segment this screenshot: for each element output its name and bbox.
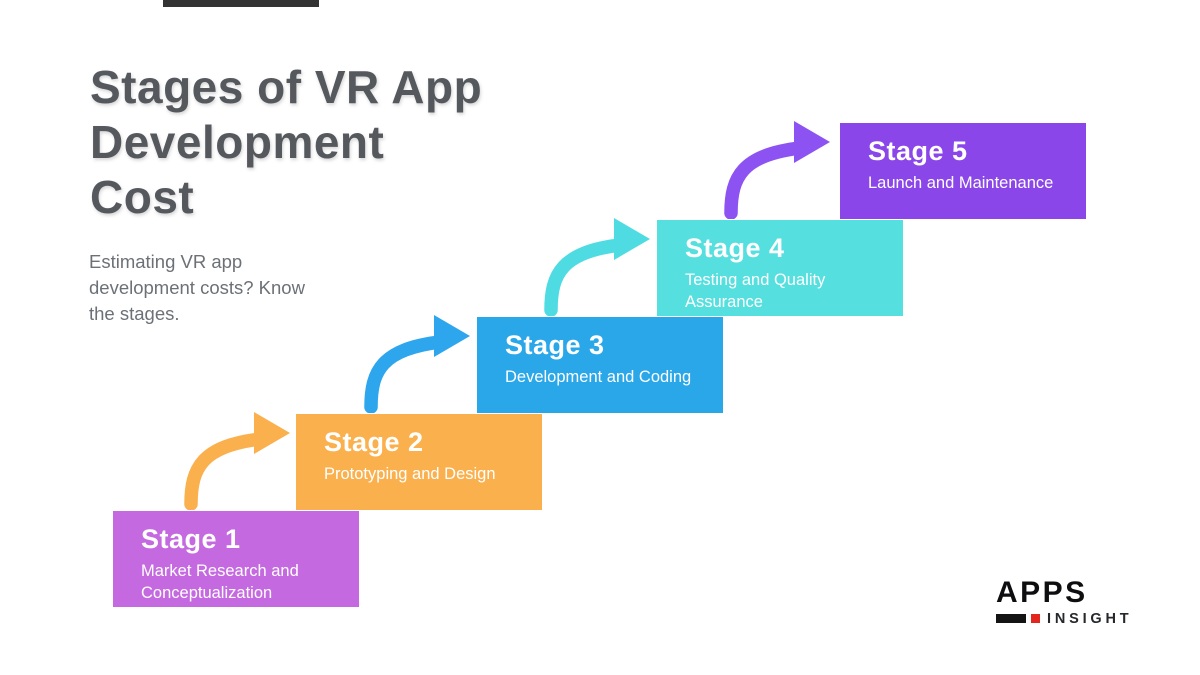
stage-3-description: Development and Coding	[505, 368, 692, 386]
stage-2-box: Stage 2 Prototyping and Design	[296, 414, 542, 510]
logo-red-square-shape	[1031, 613, 1040, 623]
curved-arrow-icon-3	[544, 218, 650, 316]
stage-1-box: Stage 1 Market Research and Conceptualiz…	[113, 511, 359, 607]
stage-2-description: Prototyping and Design	[324, 465, 496, 483]
subtitle-line-3: the stages.	[89, 303, 180, 324]
stage-4-description: Testing and Quality Assurance	[685, 271, 826, 311]
stage-5-box: Stage 5 Launch and Maintenance	[840, 123, 1086, 219]
title-line-1: Stages of VR App	[90, 61, 483, 113]
title-line-3: Cost	[90, 171, 195, 223]
page-title: Stages of VR App Development Cost	[90, 60, 530, 225]
stage-3-label: Stage 3	[505, 330, 605, 360]
subtitle-line-1: Estimating VR app	[89, 251, 243, 272]
curved-arrow-icon-2	[364, 315, 470, 413]
stage-5-label: Stage 5	[868, 136, 968, 166]
title-line-2: Development	[90, 116, 385, 168]
stage-2-label: Stage 2	[324, 427, 424, 457]
stage-1-description: Market Research and Conceptualization	[141, 562, 299, 602]
stage-4-label: Stage 4	[685, 233, 785, 263]
header: Stages of VR App Development Cost Estima…	[89, 60, 530, 327]
stage-5-description: Launch and Maintenance	[868, 174, 1054, 192]
subtitle-line-2: development costs? Know	[89, 277, 305, 298]
stage-4-box: Stage 4 Testing and Quality Assurance	[657, 220, 903, 316]
logo-bottom-row: INSIGHT	[996, 611, 1166, 627]
apps-insight-logo: APPS INSIGHT	[996, 576, 1166, 627]
curved-arrow-icon-4	[724, 121, 830, 219]
logo-wordmark-apps: APPS	[996, 576, 1088, 609]
stage-3-box: Stage 3 Development and Coding	[477, 317, 723, 413]
stage-1-label: Stage 1	[141, 524, 241, 554]
logo-wordmark-insight: INSIGHT	[1047, 611, 1133, 627]
logo-bar-shape	[996, 613, 1026, 623]
top-bar-decoration	[163, 0, 319, 7]
page-subtitle: Estimating VR app development costs? Kno…	[89, 249, 530, 327]
curved-arrow-icon-1	[184, 412, 290, 510]
